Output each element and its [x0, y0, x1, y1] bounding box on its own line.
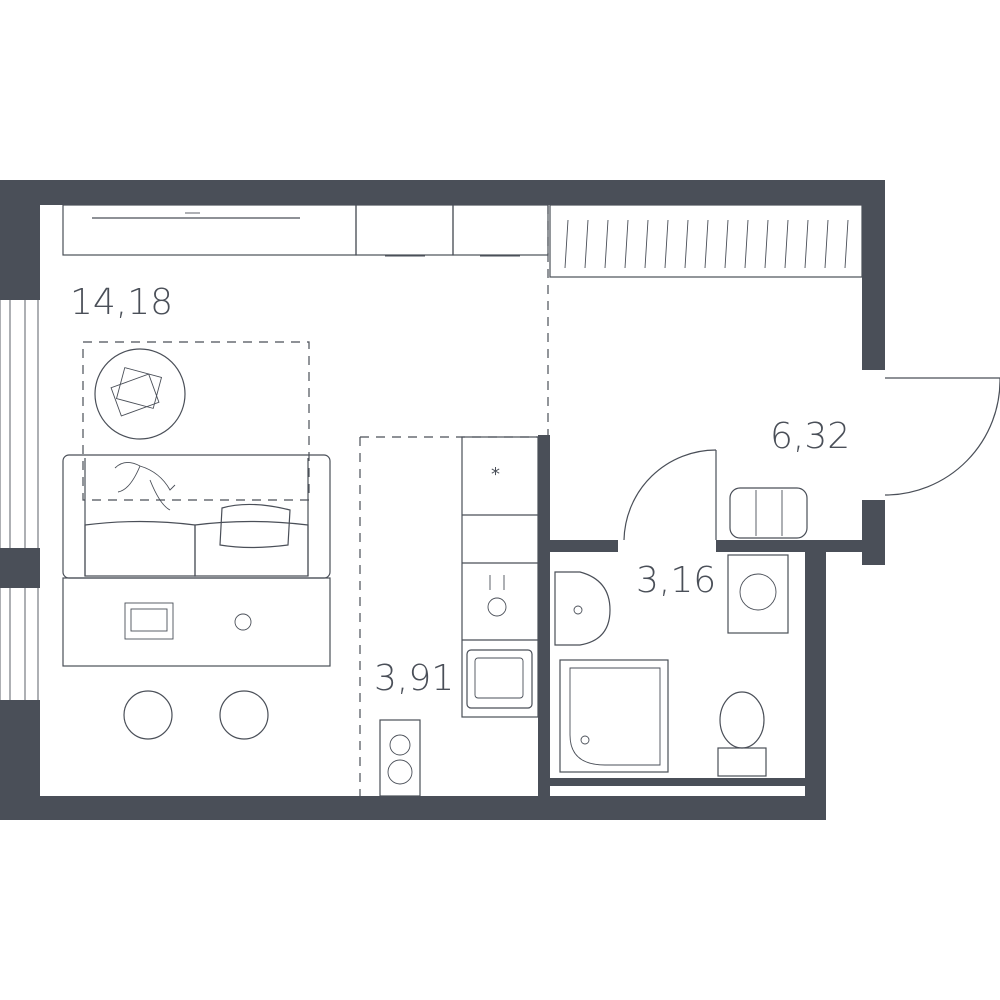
- washing-machine-icon: [727, 554, 789, 634]
- stool-icon: [219, 690, 269, 740]
- fridge-icon: *: [491, 464, 500, 485]
- shoe-rack-icon: [729, 487, 808, 539]
- door-swing-icon: [884, 377, 1000, 496]
- living-room-area: 14,18: [70, 282, 173, 323]
- walls: [0, 180, 885, 820]
- upper-cabinet-2: [452, 204, 549, 256]
- bathroom-area: 3,16: [636, 560, 716, 601]
- wall-left-middle: [0, 548, 40, 588]
- wall-bathroom-top-right: [716, 540, 866, 552]
- kitchen-area: 3,91: [374, 658, 454, 699]
- bathroom-door-icon: [623, 449, 717, 541]
- tv-icon: [62, 204, 357, 256]
- toilet-icon: [717, 691, 767, 777]
- desk: [62, 577, 331, 667]
- wall-partition-vertical: [538, 435, 550, 797]
- cat-icon: [114, 462, 176, 511]
- kitchen-counter: [461, 436, 539, 718]
- wall-left-upper: [0, 180, 40, 300]
- wall-bathroom-right: [805, 548, 826, 820]
- shower-icon: [559, 659, 669, 773]
- wall-top: [0, 180, 885, 205]
- hallway: 6,32: [549, 204, 1000, 541]
- living-room: 14,18: [62, 204, 549, 796]
- wall-right-upper: [862, 180, 885, 370]
- wardrobe-icon: [549, 204, 863, 278]
- window-left: [0, 300, 39, 700]
- hallway-area: 6,32: [770, 416, 850, 457]
- wall-bathroom-bottom: [550, 778, 805, 786]
- wall-bottom: [0, 796, 826, 820]
- bathroom: 3,16: [554, 554, 789, 777]
- stove-icon: [379, 719, 421, 797]
- faucet-icon: [487, 575, 507, 617]
- upper-cabinet-1: [355, 204, 454, 256]
- washbasin-icon: [554, 571, 611, 646]
- pillow-icon: [219, 503, 291, 549]
- round-rug-icon: [94, 348, 186, 440]
- wall-right-lower: [862, 500, 885, 565]
- kitchen: * 3,91: [374, 436, 539, 797]
- wall-bathroom-top-left: [538, 540, 618, 552]
- sink-icon: [466, 649, 533, 709]
- phone-icon: [234, 613, 252, 631]
- laptop-icon: [124, 602, 174, 640]
- stool-icon: [123, 690, 173, 740]
- rug: [82, 341, 310, 501]
